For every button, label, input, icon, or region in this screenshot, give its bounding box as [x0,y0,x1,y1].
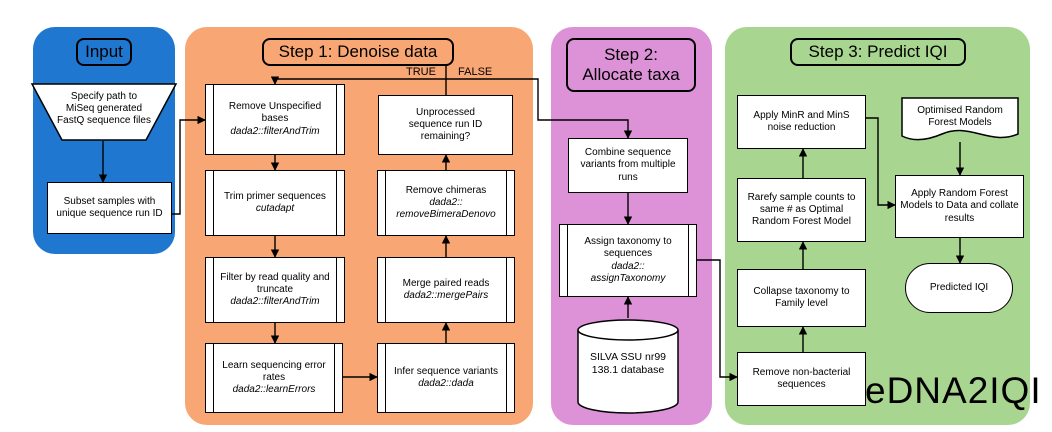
false-label: FALSE [458,66,493,78]
trim-primer-func: cutadapt [255,203,295,214]
true-label: TRUE [406,66,436,78]
learn-errors-text: Learn sequencing error rates [222,359,326,383]
remove-chimeras-step: Remove chimeras dada2:: removeBimeraDeno… [377,170,515,236]
merge-pairs-text: Merge paired reads [402,277,490,289]
merge-pairs-step: Merge paired reads dada2::mergePairs [377,257,515,323]
learn-errors-func: dada2::learnErrors [232,384,316,396]
rarefy-step: Rarefy sample counts to same # as Optima… [737,178,866,242]
step3-title: Step 3: Predict IQI [790,38,966,66]
optimised-models: Optimised Random Forest Models [917,104,1003,128]
remove-unspecified-text: Remove Unspecified bases [228,101,322,125]
trim-primer-text: Trim primer sequences [224,190,326,202]
assign-taxonomy-func: dada2:: assignTaxonomy [590,260,666,284]
filter-quality-step: Filter by read quality and truncate dada… [205,257,345,323]
decision-run-id: Unprocessed sequence run ID remaining? [378,95,513,155]
assign-taxonomy-step: Assign taxonomy to sequences dada2:: ass… [559,224,697,297]
input-title: Input [76,38,132,66]
step1-title: Step 1: Denoise data [262,38,454,66]
infer-variants-text: Infer sequence variants [394,365,498,377]
remove-nonbacterial-step: Remove non-bacterial sequences [737,352,866,406]
subset-samples-step: Subset samples with unique sequence run … [47,182,172,234]
trim-primer-step: Trim primer sequences cutadapt [205,170,345,236]
merge-pairs-func: dada2::mergePairs [403,290,489,301]
remove-unspecified-bases-step: Remove Unspecified bases dada2::filterAn… [205,84,345,155]
remove-chimeras-text: Remove chimeras [405,184,487,196]
assign-taxonomy-text: Assign taxonomy to sequences [584,236,672,260]
predicted-iqi-terminal: Predicted IQI [905,263,1013,313]
filter-quality-text: Filter by read quality and truncate [220,271,330,295]
combine-variants-step: Combine sequence variants from multiple … [568,138,688,193]
remove-chimeras-func: dada2:: removeBimeraDenovo [396,196,496,221]
infer-variants-step: Infer sequence variants dada2::dada [377,343,515,413]
collapse-taxonomy-step: Collapse taxonomy to Family level [737,269,866,327]
specify-path-step: Specify path to MiSeq generated FastQ se… [57,90,151,127]
filter-quality-func: dada2::filterAndTrim [230,296,320,308]
apply-random-forest-step: Apply Random Forest Models to Data and c… [895,175,1024,238]
silva-database: SILVA SSU nr99 138.1 database [589,351,667,376]
noise-reduction-step: Apply MinR and MinS noise reduction [737,95,866,149]
infer-variants-func: dada2::dada [418,378,474,389]
remove-unspecified-func: dada2::filterAndTrim [230,125,320,137]
learn-errors-step: Learn sequencing error rates dada2::lear… [205,343,343,413]
step2-title: Step 2: Allocate taxa [566,38,696,92]
edna2iqi-logo: eDNA2IQI [865,370,1042,411]
